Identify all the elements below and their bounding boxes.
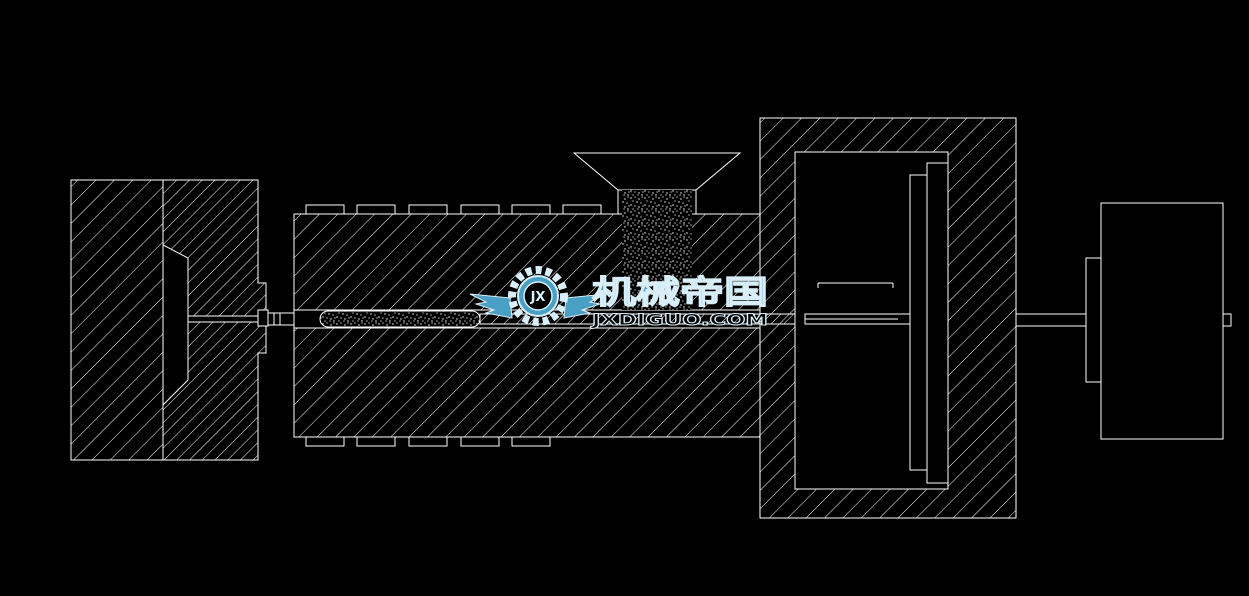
barrel-assembly (293, 152, 811, 447)
heater-band (511, 436, 551, 447)
mold-assembly (70, 179, 295, 461)
heater-band (305, 436, 345, 447)
logo-wing-left (469, 293, 513, 319)
drive-shaft (1015, 313, 1087, 327)
heater-band (408, 204, 448, 215)
heater-band (460, 204, 500, 215)
sprue-bushing (257, 309, 269, 327)
melt-material (319, 310, 481, 328)
motor-body (1100, 202, 1224, 440)
watermark-logo: JX 机械帝国 JXDIGUO.COM (469, 266, 769, 330)
logo-name-cn: 机械帝国 (592, 273, 768, 311)
nozzle-tip (267, 312, 295, 326)
piston-plate (909, 174, 928, 471)
heater-band (562, 204, 602, 215)
heater-band (305, 204, 345, 215)
heater-band (356, 436, 396, 447)
hopper (572, 152, 742, 191)
mold-fixed-half (70, 179, 164, 461)
logo-name-en: JXDIGUO.COM (591, 310, 768, 329)
motor-shaft-end (1222, 313, 1232, 327)
mold-cavity-gate (187, 315, 259, 323)
logo-gear-icon (508, 266, 568, 326)
heater-band (408, 436, 448, 447)
logo-badge-text: JX (530, 290, 546, 305)
heater-band (356, 204, 396, 215)
heater-band (460, 436, 500, 447)
pellet-feed (622, 190, 692, 310)
logo-wing-right (563, 293, 607, 319)
heater-band (511, 204, 551, 215)
injection-cylinder (759, 117, 1017, 519)
piston-head (926, 162, 949, 484)
drive-unit (1015, 202, 1232, 440)
motor-flange (1085, 257, 1102, 383)
